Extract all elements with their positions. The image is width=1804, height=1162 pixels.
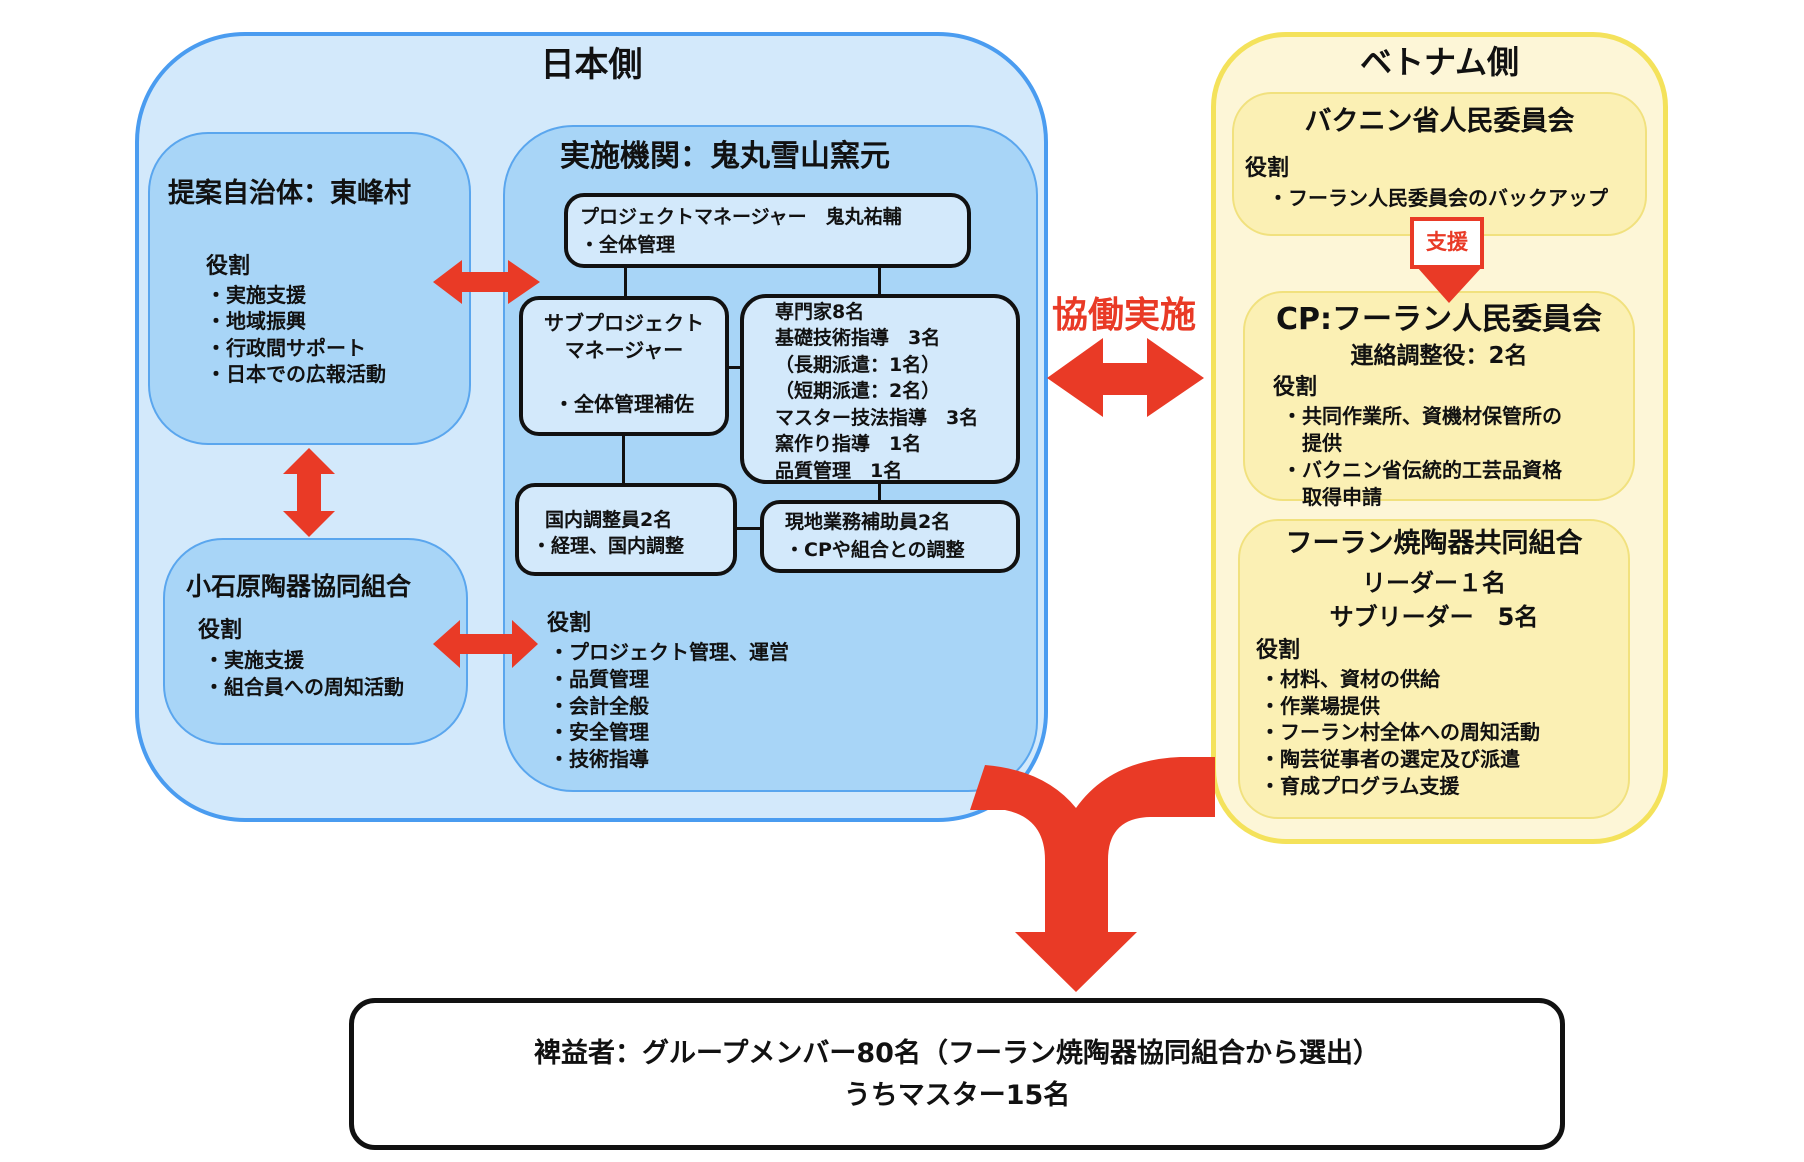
role-item: ・実施支援 bbox=[206, 283, 306, 307]
domestic-coordinator-role: ・経理、国内調整 bbox=[532, 535, 685, 557]
sub-pm-box bbox=[519, 296, 729, 436]
proposer-title: 提案自治体：東峰村 bbox=[168, 178, 411, 209]
expert-item: 窯作り指導 1名 bbox=[775, 433, 922, 455]
expert-item: （短期派遣：2名） bbox=[775, 380, 941, 402]
connector-subpm-domestic bbox=[622, 436, 625, 483]
sub-pm-line2: マネージャー bbox=[564, 338, 684, 362]
collaboration-label: 協働実施 bbox=[1052, 295, 1197, 336]
vietnam-side-title: ベトナム側 bbox=[1359, 43, 1520, 81]
role-item: 取得申請 bbox=[1282, 485, 1382, 509]
cooperative-roles-label: 役割 bbox=[1256, 638, 1301, 663]
role-item: ・組合員への周知活動 bbox=[204, 675, 404, 699]
role-item: ・プロジェクト管理、運営 bbox=[549, 640, 789, 664]
cp-subtitle: 連絡調整役：2名 bbox=[1350, 343, 1528, 369]
expert-item: 品質管理 1名 bbox=[775, 460, 903, 482]
beneficiaries-line2: うちマスター15名 bbox=[843, 1080, 1071, 1111]
cooperative-leader: リーダー１名 bbox=[1362, 569, 1506, 597]
role-item: ・フーラン村全体への周知活動 bbox=[1260, 720, 1540, 744]
connector-subpm-experts bbox=[729, 366, 740, 369]
koishiwara-implementer-arrow bbox=[433, 620, 538, 668]
cp-title: CP:フーラン人民委員会 bbox=[1275, 302, 1602, 337]
beneficiaries-box bbox=[349, 998, 1565, 1150]
proposer-koishiwara-arrow bbox=[283, 448, 335, 537]
local-assistant-box bbox=[760, 500, 1020, 573]
cp-box bbox=[1243, 291, 1635, 501]
proposer-roles-label: 役割 bbox=[206, 254, 251, 279]
beneficiaries-line1: 裨益者：グループメンバー80名（フーラン焼陶器協同組合から選出） bbox=[534, 1038, 1380, 1069]
role-item: ・育成プログラム支援 bbox=[1260, 774, 1460, 798]
role-item: 提供 bbox=[1282, 431, 1342, 455]
collaboration-arrow bbox=[1047, 338, 1204, 417]
bac-ninh-title: バクニン省人民委員会 bbox=[1304, 106, 1575, 137]
connector-pm-experts bbox=[878, 268, 881, 294]
role-item: ・安全管理 bbox=[549, 720, 649, 744]
role-item: ・日本での広報活動 bbox=[206, 362, 386, 386]
bac-ninh-role: ・フーラン人民委員会のバックアップ bbox=[1268, 186, 1608, 210]
connector-domestic-local bbox=[737, 527, 760, 530]
cp-roles-label: 役割 bbox=[1273, 375, 1318, 400]
koishiwara-roles-label: 役割 bbox=[198, 618, 243, 643]
cooperative-sub-leader: サブリーダー 5名 bbox=[1329, 603, 1539, 631]
experts-box bbox=[740, 294, 1020, 484]
implementer-title: 実施機関：鬼丸雪山窯元 bbox=[560, 139, 890, 174]
local-assistant-role: ・CPや組合との調整 bbox=[785, 539, 965, 561]
role-item: ・行政間サポート bbox=[206, 336, 366, 360]
sub-pm-role: ・全体管理補佐 bbox=[554, 392, 694, 416]
role-item: ・材料、資材の供給 bbox=[1260, 667, 1440, 691]
sub-pm-line1: サブプロジェクト bbox=[544, 311, 704, 335]
expert-item: （長期派遣：1名） bbox=[775, 354, 941, 376]
role-item: ・品質管理 bbox=[549, 667, 649, 691]
merge-down-arrow bbox=[970, 757, 1215, 992]
role-item: ・実施支援 bbox=[204, 648, 304, 672]
japan-side-title: 日本側 bbox=[540, 45, 643, 85]
connector-experts-local bbox=[878, 484, 881, 500]
role-item: ・陶芸従事者の選定及び派遣 bbox=[1260, 747, 1520, 771]
cooperative-title: フーラン焼陶器共同組合 bbox=[1285, 528, 1583, 559]
role-item: ・地域振興 bbox=[206, 309, 306, 333]
pm-role: ・全体管理 bbox=[580, 234, 676, 256]
role-item: ・技術指導 bbox=[549, 747, 649, 771]
pm-box bbox=[564, 193, 971, 268]
expert-item: マスター技法指導 3名 bbox=[775, 407, 979, 429]
expert-item: 専門家8名 bbox=[775, 301, 865, 323]
pm-name: プロジェクトマネージャー 鬼丸祐輔 bbox=[580, 206, 902, 228]
role-item: ・バクニン省伝統的工芸品資格 bbox=[1282, 458, 1562, 482]
proposer-box bbox=[148, 132, 471, 445]
role-item: ・会計全般 bbox=[549, 694, 649, 718]
proposer-implementer-arrow bbox=[433, 260, 540, 304]
implementer-roles-label: 役割 bbox=[547, 611, 592, 636]
role-item: ・共同作業所、資機材保管所の bbox=[1282, 404, 1562, 428]
koishiwara-box bbox=[163, 538, 468, 745]
local-assistant-title: 現地業務補助員2名 bbox=[785, 511, 951, 533]
bac-ninh-roles-label: 役割 bbox=[1245, 156, 1290, 181]
domestic-coordinator-box bbox=[515, 483, 737, 576]
support-label: 支援 bbox=[1426, 230, 1468, 254]
domestic-coordinator-title: 国内調整員2名 bbox=[545, 509, 673, 531]
koishiwara-title: 小石原陶器協同組合 bbox=[186, 572, 412, 601]
expert-item: 基礎技術指導 3名 bbox=[775, 327, 941, 349]
role-item: ・作業場提供 bbox=[1260, 694, 1380, 718]
connector-pm-subpm bbox=[624, 268, 627, 296]
cooperative-box bbox=[1238, 519, 1630, 819]
support-arrow bbox=[1410, 217, 1484, 303]
